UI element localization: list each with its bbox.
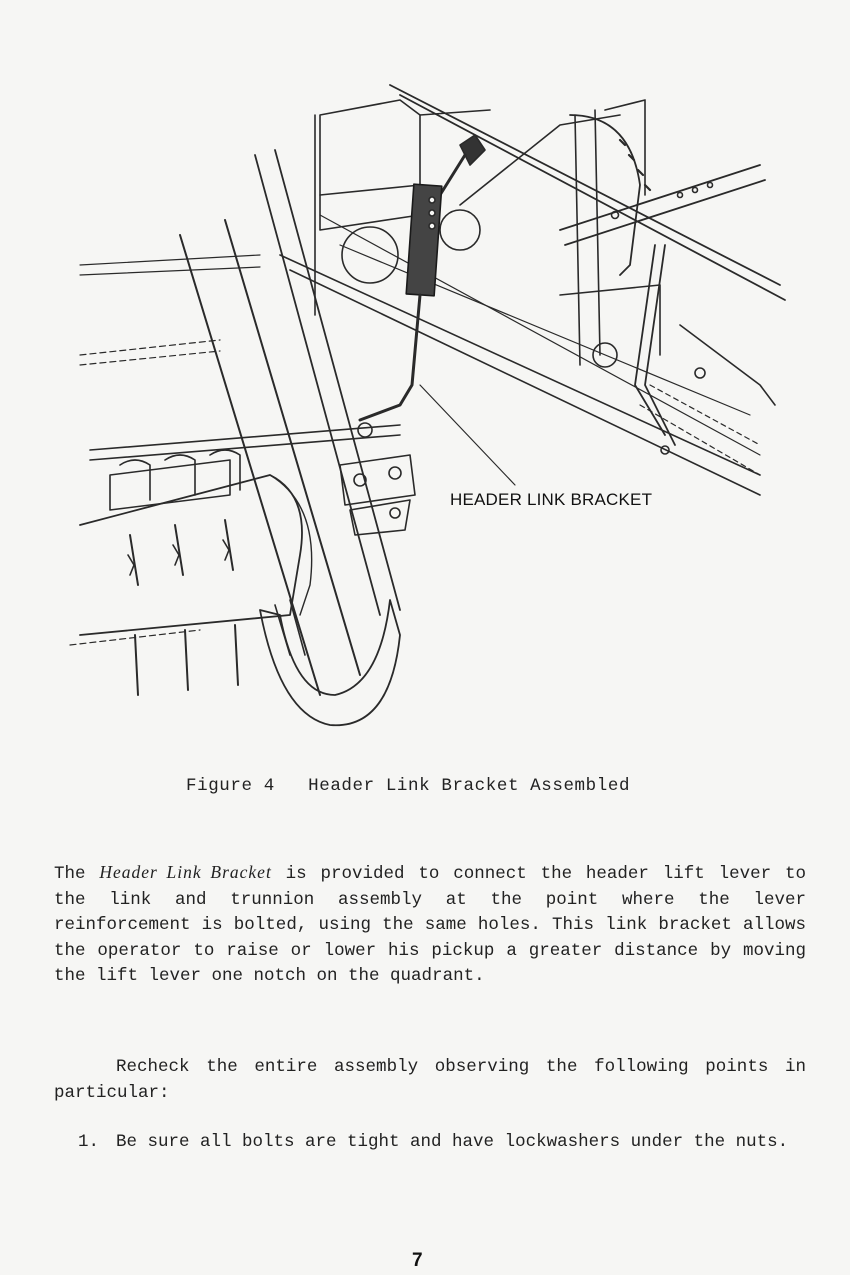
list-item-number: 1. — [78, 1132, 100, 1152]
callout-header-link-bracket: HEADER LINK BRACKET — [450, 490, 653, 509]
para1-rest: is provided to connect the header lift l… — [54, 864, 806, 986]
paragraph-recheck: Recheck the entire assembly observing th… — [54, 1057, 806, 1103]
figure-caption: Figure 4 Header Link Bracket Assembled — [186, 776, 631, 796]
checklist: 1. Be sure all bolts are tight and have … — [78, 1130, 806, 1156]
term-header-link-bracket: Header Link Bracket — [99, 862, 272, 882]
paragraph-intro: The Header Link Bracket is provided to c… — [54, 860, 806, 990]
para1-intro: The — [54, 864, 100, 884]
list-item-text: Be sure all bolts are tight and have loc… — [116, 1132, 789, 1152]
list-item: 1. Be sure all bolts are tight and have … — [78, 1130, 806, 1156]
page-number: 7 — [412, 1250, 423, 1271]
header-link-bracket-illustration — [60, 55, 800, 745]
